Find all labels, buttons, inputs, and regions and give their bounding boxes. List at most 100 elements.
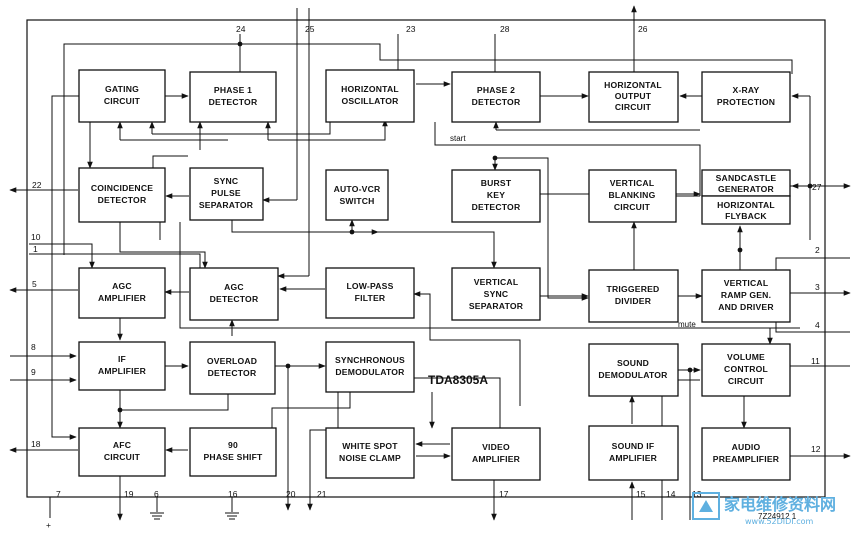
block-label: DETECTOR [210, 294, 259, 304]
pin-21: 21 [317, 489, 327, 499]
block-label: OSCILLATOR [341, 96, 399, 106]
block-vertical-sync-separator: VERTICAL SYNC SEPARATOR [451, 267, 541, 321]
watermark-text: 家电维修资料网 [724, 495, 836, 514]
block-label: CIRCUIT [614, 202, 651, 212]
block-label: DEMODULATOR [335, 367, 405, 377]
block-label: SOUND IF [612, 441, 655, 451]
pin-10: 10 [31, 232, 41, 242]
block-label: SWITCH [339, 196, 374, 206]
block-label: KEY [487, 190, 505, 200]
pin-9: 9 [31, 367, 36, 377]
pin-3: 3 [815, 282, 820, 292]
block-label: CIRCUIT [104, 452, 141, 462]
block-label: TRIGGERED [607, 284, 660, 294]
block-low-pass-filter: LOW-PASS FILTER [325, 267, 415, 319]
block-gating-circuit: GATING CIRCUIT [78, 69, 166, 123]
pin-18: 18 [31, 439, 41, 449]
block-label: IF [118, 354, 126, 364]
pin-23: 23 [406, 24, 416, 34]
block-vertical-ramp-generator: VERTICAL RAMP GEN. AND DRIVER [701, 269, 791, 323]
block-label: DEMODULATOR [598, 370, 668, 380]
pin-8: 8 [31, 342, 36, 352]
block-label: BURST [481, 178, 512, 188]
block-sandcastle-generator: SANDCASTLE GENERATOR [701, 169, 791, 197]
block-label: VIDEO [482, 442, 510, 452]
block-label: COINCIDENCE [91, 183, 153, 193]
block-label: CIRCUIT [104, 96, 141, 106]
block-label: AMPLIFIER [98, 366, 147, 376]
block-label: LOW-PASS [346, 281, 393, 291]
block-label: HORIZONTAL [341, 84, 399, 94]
pin-22: 22 [32, 180, 42, 190]
reference-code: 7Z24912 1 [758, 512, 797, 521]
block-agc-detector: AGC DETECTOR [189, 267, 279, 321]
block-label: OUTPUT [615, 91, 652, 101]
block-label: CIRCUIT [615, 102, 652, 112]
block-label: PHASE 1 [214, 85, 252, 95]
block-label: OVERLOAD [207, 356, 257, 366]
block-vertical-blanking-circuit: VERTICAL BLANKING CIRCUIT [588, 169, 677, 223]
block-label: DETECTOR [98, 195, 147, 205]
block-white-spot-noise-clamp: WHITE SPOT NOISE CLAMP [325, 427, 415, 479]
block-label: 90 [228, 440, 238, 450]
block-label: AND DRIVER [718, 302, 774, 312]
block-label: SYNC [484, 289, 509, 299]
block-label: AGC [112, 281, 132, 291]
block-label: FILTER [355, 293, 386, 303]
block-label: SEPARATOR [469, 301, 524, 311]
block-label: SANDCASTLE [716, 173, 777, 183]
block-label: PROTECTION [717, 97, 775, 107]
chip-name: TDA8305A [428, 373, 488, 387]
block-phase1-detector: PHASE 1 DETECTOR [189, 71, 277, 123]
pin-1: 1 [33, 244, 38, 254]
block-phase2-detector: PHASE 2 DETECTOR [451, 71, 541, 123]
signal-label-start: start [450, 134, 466, 143]
block-label: NOISE CLAMP [339, 453, 401, 463]
block-label: AMPLIFIER [472, 454, 521, 464]
pin-20: 20 [286, 489, 296, 499]
signal-label-mute: mute [678, 320, 696, 329]
block-90-phase-shift: 90 PHASE SHIFT [189, 427, 277, 477]
block-label: GENERATOR [718, 184, 775, 194]
block-sound-if-amplifier: SOUND IF AMPLIFIER [588, 425, 679, 481]
block-label: PHASE 2 [477, 85, 515, 95]
block-label: CONTROL [724, 364, 768, 374]
block-volume-control-circuit: VOLUME CONTROL CIRCUIT [701, 343, 791, 397]
pin-11: 11 [811, 356, 820, 366]
block-horizontal-flyback: HORIZONTAL FLYBACK [701, 195, 791, 225]
block-burst-key-detector: BURST KEY DETECTOR [451, 169, 541, 223]
block-label: AGC [224, 282, 244, 292]
pin-5: 5 [32, 279, 37, 289]
watermark-url: www.52DIDI.com [745, 517, 813, 526]
block-label: WHITE SPOT [342, 441, 398, 451]
pin-4: 4 [815, 320, 820, 330]
block-xray-protection: X-RAY PROTECTION [701, 71, 791, 123]
block-label: VOLUME [727, 352, 765, 362]
block-audio-preamplifier: AUDIO PREAMPLIFIER [701, 427, 791, 481]
block-afc-circuit: AFC CIRCUIT [78, 427, 166, 477]
supply-plus-sign: + [46, 520, 51, 530]
pin-27: 27 [812, 182, 822, 192]
pin-28: 28 [500, 24, 510, 34]
block-label: AMPLIFIER [98, 293, 147, 303]
block-label: SYNCHRONOUS [335, 355, 405, 365]
block-label: DETECTOR [472, 97, 521, 107]
block-label: VERTICAL [610, 178, 655, 188]
block-label: GATING [105, 84, 139, 94]
block-label: VERTICAL [724, 278, 769, 288]
block-horizontal-oscillator: HORIZONTAL OSCILLATOR [325, 69, 415, 123]
block-coincidence-detector: COINCIDENCE DETECTOR [78, 167, 166, 223]
block-label: AMPLIFIER [609, 453, 658, 463]
pin-12: 12 [811, 444, 821, 454]
pin-7: 7 [56, 489, 61, 499]
block-sync-pulse-separator: SYNC PULSE SEPARATOR [189, 167, 264, 221]
block-label: DIVIDER [615, 296, 652, 306]
pin-25: 25 [305, 24, 315, 34]
block-label: AUDIO [732, 442, 761, 452]
pin-26: 26 [638, 24, 648, 34]
pin-2: 2 [815, 245, 820, 255]
watermark-logo: 家电维修资料网 www.52DIDI.com [692, 492, 836, 526]
block-auto-vcr-switch: AUTO-VCR SWITCH [325, 169, 389, 221]
block-label: SYNC [214, 176, 239, 186]
